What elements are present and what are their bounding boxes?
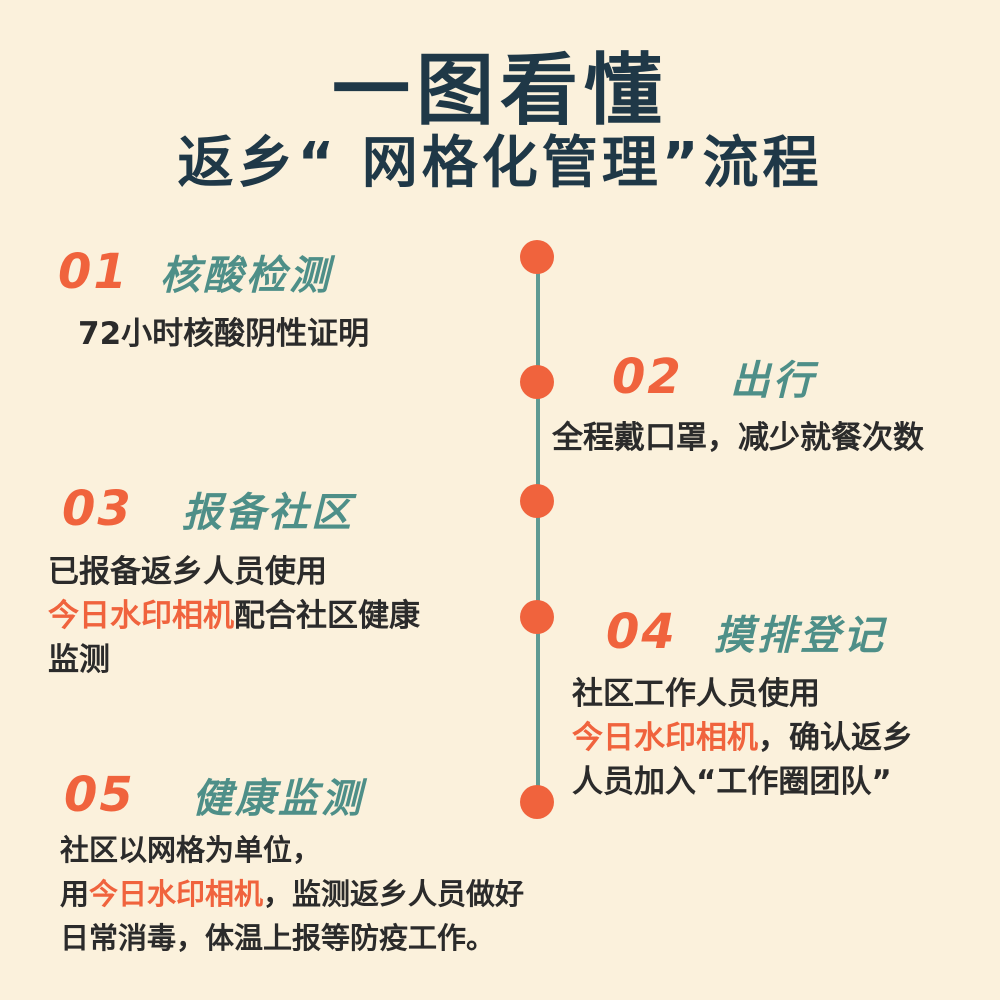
step-04-title: 摸排登记 (714, 613, 886, 659)
timeline-dot-3 (520, 484, 554, 518)
step-02-title: 出行 (730, 358, 816, 404)
step-04-line-2-rest: ，确认返乡 (758, 720, 913, 756)
step-02-line-1: 全程戴口罩，减少就餐次数 (552, 420, 924, 456)
step-03-number: 03 (62, 481, 133, 537)
step-02-body: 全程戴口罩，减少就餐次数 (552, 416, 924, 460)
step-05-line-1: 社区以网格为单位， (60, 833, 322, 867)
step-03-line-2-rest: 配合社区健康 (234, 598, 420, 634)
step-04-number: 04 (606, 604, 677, 660)
step-05-line-2-pre: 用 (60, 877, 90, 911)
step-01-line-1: 72小时核酸阴性证明 (78, 316, 370, 352)
step-04-highlight: 今日水印相机 (572, 720, 758, 756)
step-05-line-3: 日常消毒，体温上报等防疫工作。 (60, 921, 496, 955)
timeline-line (536, 256, 540, 802)
step-05-line-2: 用今日水印相机，监测返乡人员做好 (60, 872, 524, 916)
step-01-header: 01 核酸检测 (58, 243, 332, 301)
step-01-title: 核酸检测 (160, 253, 332, 299)
page-subtitle: 返乡“ 网格化管理”流程 (177, 131, 823, 196)
step-05-line-2-rest: ，监测返乡人员做好 (263, 877, 525, 911)
timeline-dot-5 (520, 785, 554, 819)
step-01-body: 72小时核酸阴性证明 (78, 312, 369, 356)
timeline-dot-1 (520, 240, 554, 274)
step-03-header: 03 报备社区 (62, 480, 354, 538)
step-03-line-2: 今日水印相机配合社区健康 (48, 594, 420, 638)
step-01-number: 01 (58, 244, 129, 300)
step-05-highlight: 今日水印相机 (89, 877, 264, 911)
timeline-dot-2 (520, 365, 554, 399)
page-title: 一图看懂 (331, 46, 668, 136)
step-03-line-1: 已报备返乡人员使用 (48, 554, 327, 590)
step-04-body: 社区工作人员使用 今日水印相机，确认返乡 人员加入“工作圈团队” (572, 672, 913, 804)
step-04-line-1: 社区工作人员使用 (572, 676, 820, 712)
step-05-header: 05 健康监测 (64, 766, 364, 824)
step-04-header: 04 摸排登记 (606, 603, 886, 661)
step-04-line-2: 今日水印相机，确认返乡 (572, 716, 913, 760)
step-05-number: 05 (64, 767, 135, 823)
timeline-dot-4 (520, 600, 554, 634)
step-05-title: 健康监测 (192, 776, 364, 822)
step-03-line-3: 监测 (48, 642, 110, 678)
step-03-title: 报备社区 (182, 490, 354, 536)
step-03-body: 已报备返乡人员使用 今日水印相机配合社区健康 监测 (48, 550, 420, 682)
step-02-header: 02 出行 (612, 348, 816, 406)
step-03-highlight: 今日水印相机 (48, 598, 234, 634)
step-05-body: 社区以网格为单位， 用今日水印相机，监测返乡人员做好 日常消毒，体温上报等防疫工… (60, 828, 524, 960)
step-04-line-3: 人员加入“工作圈团队” (572, 764, 892, 800)
step-02-number: 02 (612, 349, 683, 405)
